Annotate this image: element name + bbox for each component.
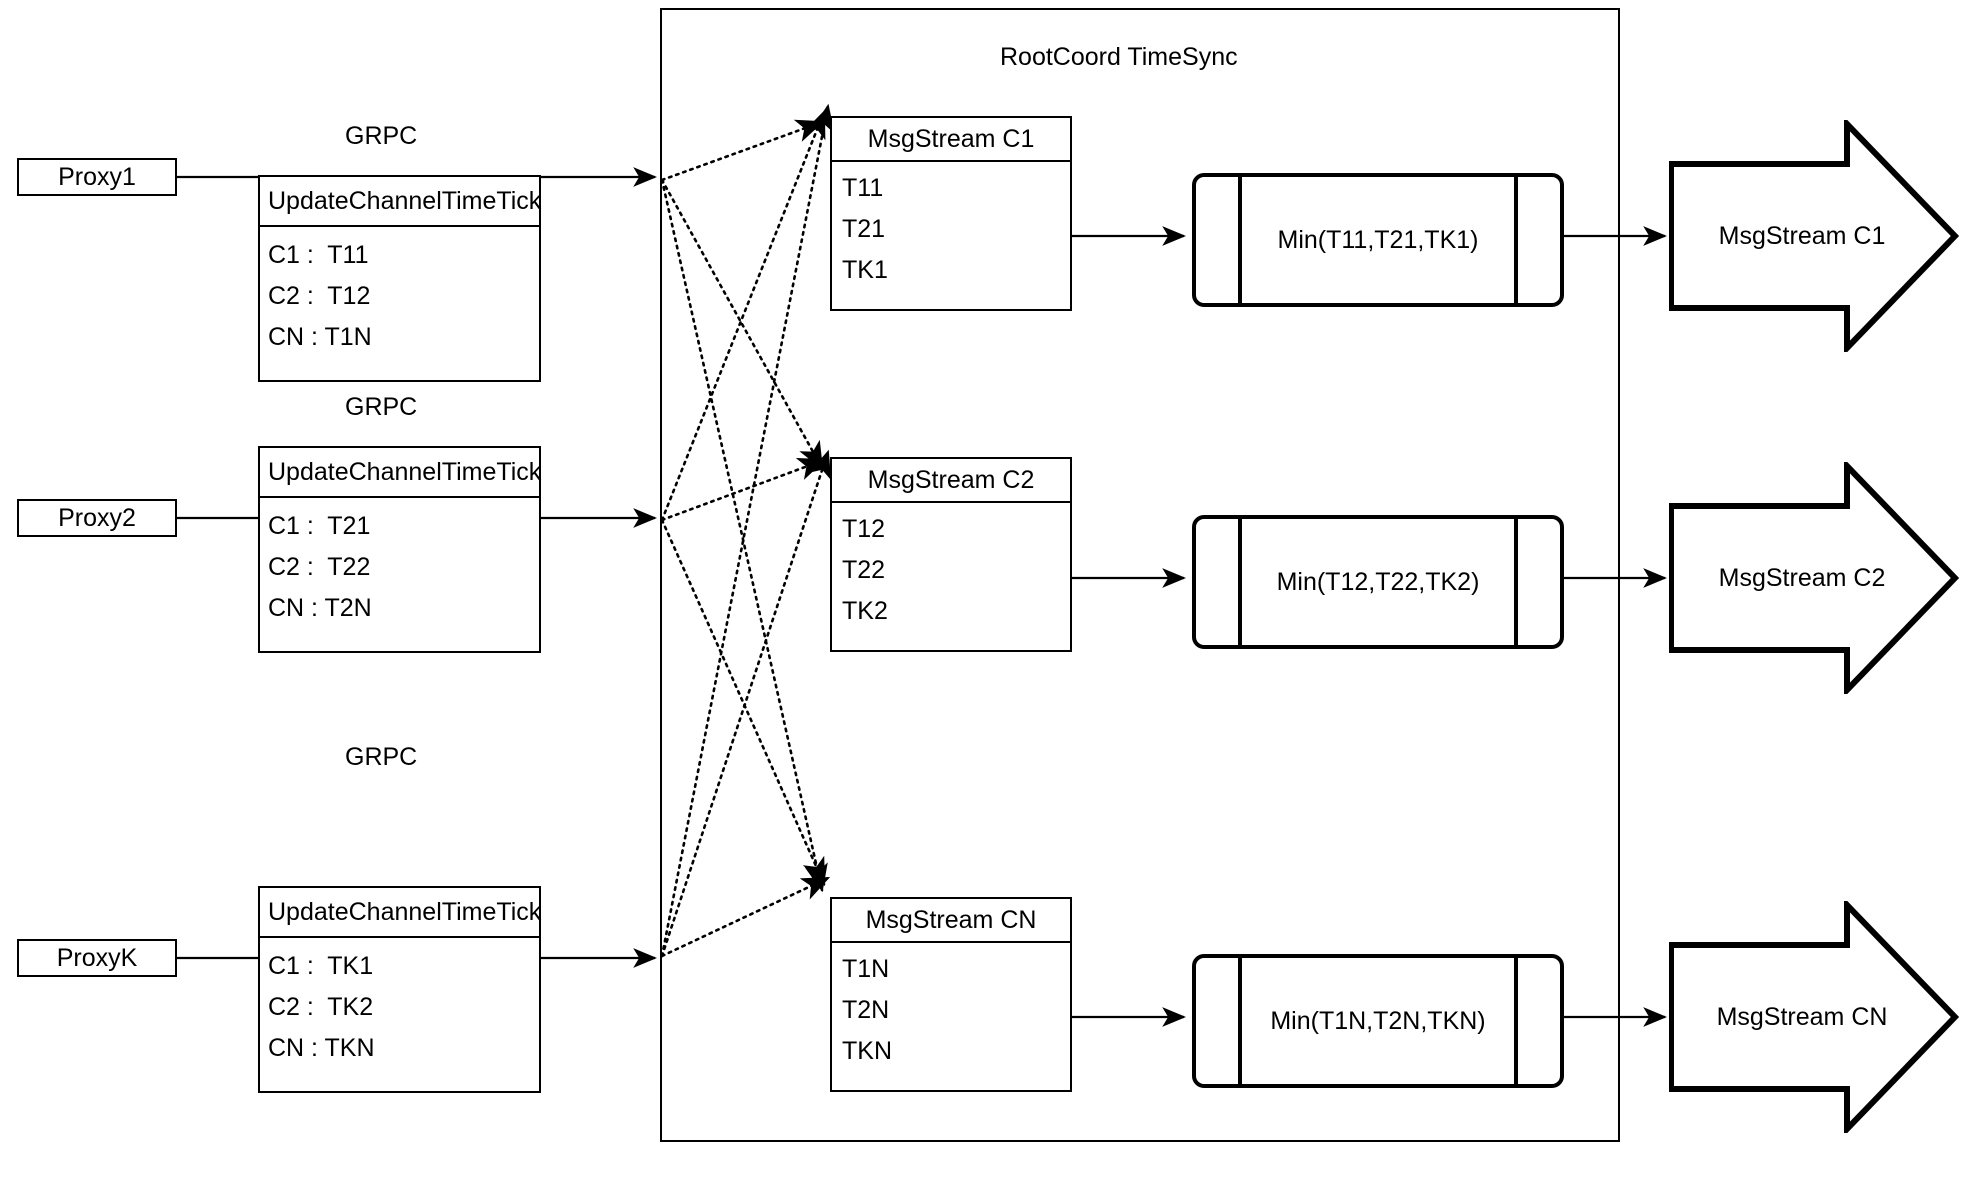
tick-row: C2 : TK2 bbox=[268, 993, 374, 1021]
min-process-label: Min(T12,T22,TK2) bbox=[1276, 567, 1480, 596]
msgstream-title: MsgStream C2 bbox=[832, 459, 1070, 503]
msgstream-box-c1: MsgStream C1 T11 T21 TK1 bbox=[830, 116, 1072, 311]
tick-row: CN : TKN bbox=[268, 1034, 375, 1062]
tick-row-list: C1 : TK1 C2 : TK2 CN : TKN bbox=[260, 938, 539, 1075]
msgstream-title: MsgStream C1 bbox=[832, 118, 1070, 162]
msgstream-title: MsgStream CN bbox=[832, 899, 1070, 943]
msgstream-tick: T21 bbox=[842, 215, 886, 243]
output-block-arrow-cn: MsgStream CN bbox=[1668, 897, 1960, 1137]
msgstream-tick: TK2 bbox=[842, 597, 888, 625]
update-channel-timetick-box-proxy2: UpdateChannelTimeTick C1 : T21 C2 : T22 … bbox=[258, 446, 541, 653]
msgstream-tick: TKN bbox=[842, 1037, 892, 1065]
min-process-label: Min(T1N,T2N,TKN) bbox=[1270, 1006, 1486, 1035]
output-block-arrow-c2: MsgStream C2 bbox=[1668, 458, 1960, 698]
grpc-label-proxyk: GRPC bbox=[345, 743, 418, 771]
tick-row: C1 : TK1 bbox=[268, 952, 374, 980]
grpc-label-proxy1: GRPC bbox=[345, 122, 418, 150]
min-process-label: Min(T11,T21,TK1) bbox=[1277, 225, 1479, 254]
msgstream-tick: TK1 bbox=[842, 256, 888, 284]
proxy-box-proxy2[interactable]: Proxy2 bbox=[17, 499, 177, 537]
update-channel-timetick-box-proxyk: UpdateChannelTimeTick C1 : TK1 C2 : TK2 … bbox=[258, 886, 541, 1093]
msgstream-tick: T2N bbox=[842, 996, 890, 1024]
msgstream-tick: T22 bbox=[842, 556, 886, 584]
tick-box-title: UpdateChannelTimeTick bbox=[260, 448, 541, 498]
tick-row: C2 : T12 bbox=[268, 282, 371, 310]
tick-row: CN : T1N bbox=[268, 323, 372, 351]
msgstream-tick: T11 bbox=[842, 174, 884, 202]
min-process-c1: Min(T11,T21,TK1) bbox=[1192, 173, 1564, 307]
proxy-box-proxy1[interactable]: Proxy1 bbox=[17, 158, 177, 196]
output-block-arrow-c1: MsgStream C1 bbox=[1668, 116, 1960, 356]
tick-row: C1 : T21 bbox=[268, 512, 371, 540]
msgstream-tick: T12 bbox=[842, 515, 886, 543]
msgstream-box-c2: MsgStream C2 T12 T22 TK2 bbox=[830, 457, 1072, 652]
update-channel-timetick-box-proxy1: UpdateChannelTimeTick C1 : T11 C2 : T12 … bbox=[258, 175, 541, 382]
min-process-c2: Min(T12,T22,TK2) bbox=[1192, 515, 1564, 649]
msgstream-tick-list: T1N T2N TKN bbox=[832, 943, 1070, 1078]
msgstream-tick: T1N bbox=[842, 955, 890, 983]
msgstream-tick-list: T12 T22 TK2 bbox=[832, 503, 1070, 638]
proxy-box-proxyk[interactable]: ProxyK bbox=[17, 939, 177, 977]
tick-row: C1 : T11 bbox=[268, 241, 369, 269]
proxy-label: Proxy1 bbox=[58, 162, 136, 191]
msgstream-tick-list: T11 T21 TK1 bbox=[832, 162, 1070, 297]
tick-box-title: UpdateChannelTimeTick bbox=[260, 177, 541, 227]
tick-row: C2 : T22 bbox=[268, 553, 371, 581]
tick-row-list: C1 : T11 C2 : T12 CN : T1N bbox=[260, 227, 539, 364]
tick-row: CN : T2N bbox=[268, 594, 372, 622]
proxy-label: Proxy2 bbox=[58, 503, 136, 532]
rootcoord-timesync-title: RootCoord TimeSync bbox=[1000, 43, 1238, 71]
min-process-cn: Min(T1N,T2N,TKN) bbox=[1192, 954, 1564, 1088]
proxy-label: ProxyK bbox=[56, 943, 138, 972]
tick-box-title: UpdateChannelTimeTick bbox=[260, 888, 541, 938]
grpc-label-proxy2: GRPC bbox=[345, 393, 418, 421]
msgstream-box-cn: MsgStream CN T1N T2N TKN bbox=[830, 897, 1072, 1092]
tick-row-list: C1 : T21 C2 : T22 CN : T2N bbox=[260, 498, 539, 635]
